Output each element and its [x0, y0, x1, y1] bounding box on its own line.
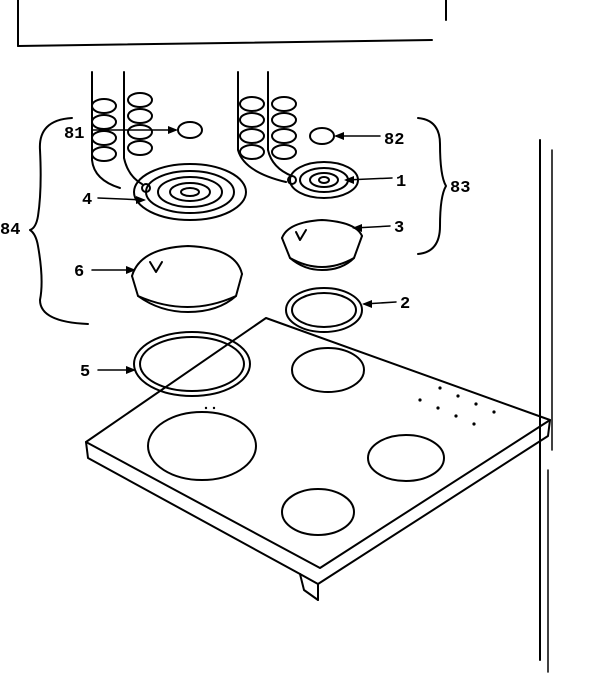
callout-83: 83: [450, 179, 470, 198]
large-drip-bowl: [131, 245, 243, 313]
leader-arrows: [91, 126, 397, 374]
large-trim-ring: [133, 331, 251, 397]
cooktop-panel: [85, 317, 551, 601]
large-surface-element: [133, 163, 247, 221]
callout-82: 82: [384, 131, 404, 150]
callout-2: 2: [400, 295, 410, 314]
frame-lines: [17, 0, 553, 673]
brace-83: [417, 117, 447, 255]
callout-4: 4: [82, 191, 92, 210]
control-markings: [204, 386, 496, 426]
brace-84: [29, 117, 89, 325]
small-trim-ring: [285, 287, 363, 333]
callout-5: 5: [80, 363, 90, 382]
callout-6: 6: [74, 263, 84, 282]
callout-3: 3: [394, 219, 404, 238]
terminal-cap-82: [309, 127, 335, 145]
terminal-cap-81: [177, 121, 203, 139]
callout-84: 84: [0, 221, 20, 240]
left-element-coil-leads: [91, 71, 153, 189]
callout-81: 81: [64, 125, 84, 144]
right-element-coil-leads: [237, 71, 297, 183]
callout-1: 1: [396, 173, 406, 192]
small-drip-bowl: [281, 219, 363, 271]
